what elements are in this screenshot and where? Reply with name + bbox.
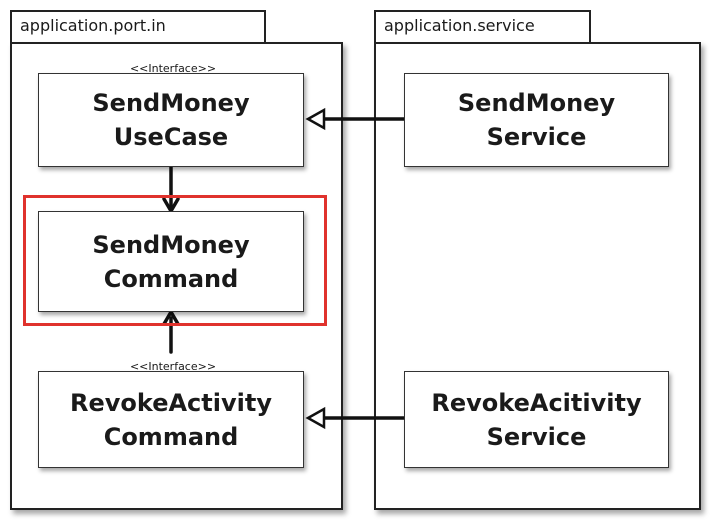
usecase-line2: UseCase bbox=[113, 123, 229, 151]
command-line1: SendMoney bbox=[92, 230, 250, 259]
stereotype-revoke: <<Interface>> bbox=[129, 360, 217, 373]
revoke-service-line2: Service bbox=[486, 422, 587, 451]
node-revoke-activity-service[interactable]: RevokeAcitivity Service bbox=[404, 371, 669, 468]
stereotype-usecase: <<Interface>> bbox=[129, 62, 217, 75]
revoke-command-line1: RevokeActivity bbox=[70, 388, 272, 417]
command-line2: Command bbox=[103, 264, 239, 293]
highlight-box bbox=[23, 195, 327, 326]
revoke-command-line2: Command bbox=[103, 422, 239, 451]
node-revoke-activity-command[interactable]: RevokeActivity Command bbox=[38, 371, 304, 468]
package-tab-service: application.service bbox=[374, 10, 591, 44]
package-tab-port-in: application.port.in bbox=[10, 10, 266, 44]
revoke-service-line1: RevokeAcitivity bbox=[431, 388, 642, 417]
usecase-line1: SendMoney bbox=[92, 89, 250, 117]
arrowhead-command-bottom bbox=[162, 308, 180, 326]
package-title-service: application.service bbox=[384, 16, 535, 35]
service-line2: Service bbox=[486, 123, 587, 151]
service-line1: SendMoney bbox=[457, 89, 616, 117]
node-send-money-service[interactable]: SendMoney Service bbox=[404, 73, 669, 167]
node-send-money-command[interactable]: SendMoney Command bbox=[38, 211, 304, 312]
arrowhead-usecase bbox=[305, 107, 326, 131]
arrowhead-revoke bbox=[305, 406, 326, 430]
package-title-port-in: application.port.in bbox=[20, 16, 166, 35]
node-send-money-usecase[interactable]: SendMoney UseCase bbox=[38, 73, 304, 167]
